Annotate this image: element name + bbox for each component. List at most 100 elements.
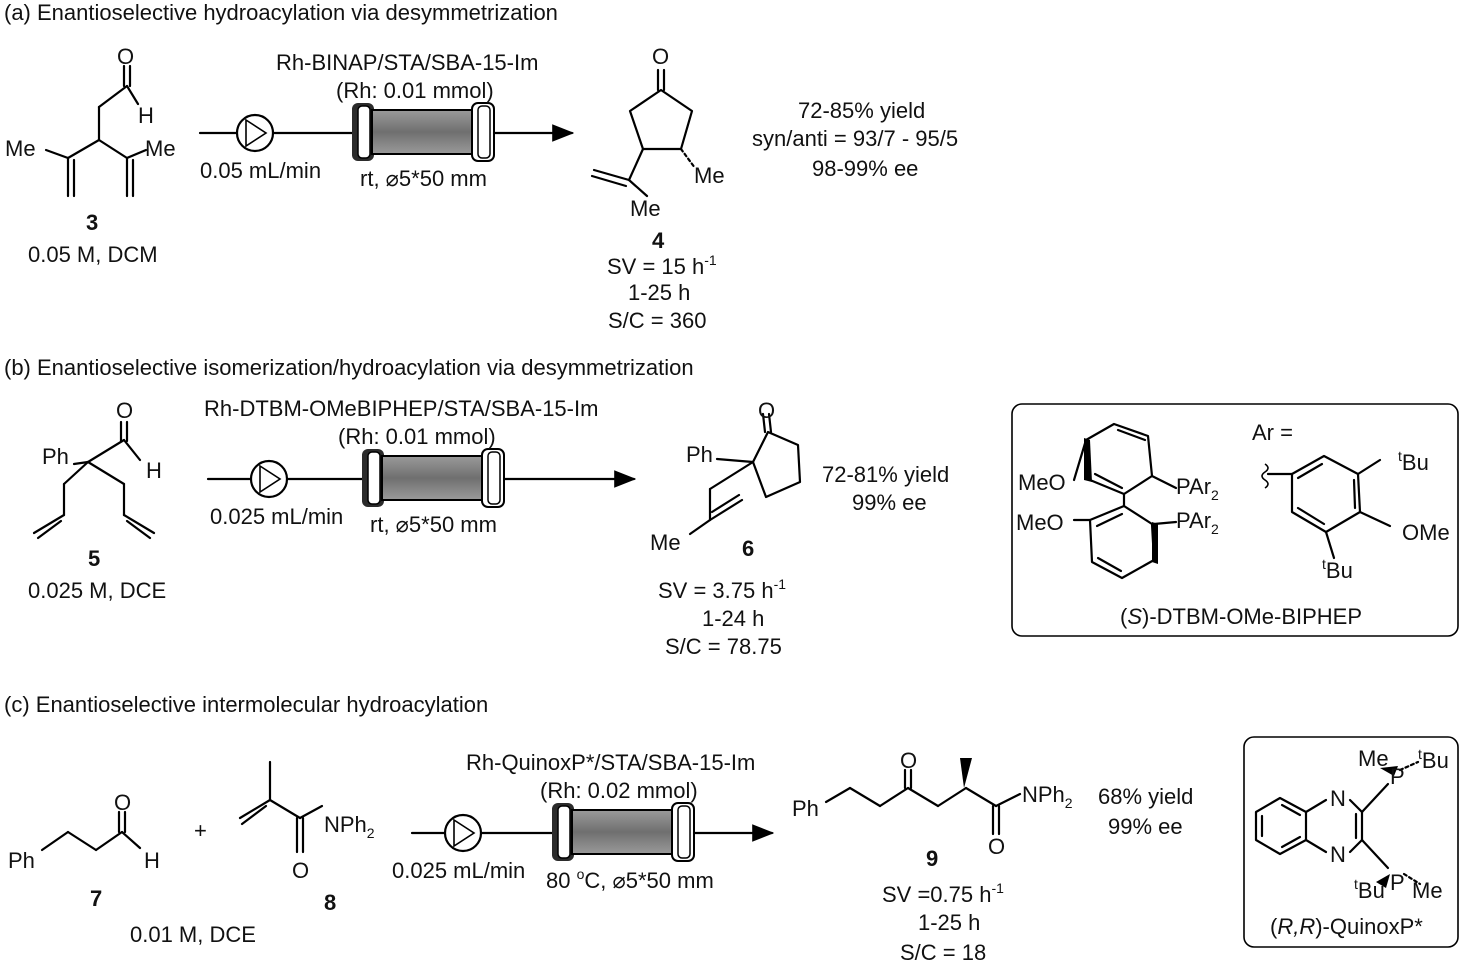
atom-label: O (652, 44, 669, 69)
atom-label: P (1390, 764, 1405, 789)
result-yield: 72-81% yield (822, 462, 949, 487)
atom-label: Me (145, 136, 176, 161)
atom-label: PAr2 (1176, 474, 1219, 503)
compound-number-6: 6 (742, 536, 754, 561)
section-b-title: (b) Enantioselective isomerization/hydro… (4, 355, 694, 380)
substrate-catalyst-ratio: S/C = 360 (608, 308, 706, 333)
atom-label: H (146, 458, 162, 483)
space-velocity: SV = 15 h-1 (607, 252, 717, 279)
compound-number-5: 5 (88, 546, 100, 571)
column-reactor-icon (362, 448, 505, 508)
pump-icon (443, 813, 483, 853)
flow-rate: 0.05 mL/min (200, 158, 321, 183)
atom-label: Me (694, 163, 725, 188)
atom-label: Me (1358, 746, 1389, 771)
space-velocity: SV =0.75 h-1 (882, 880, 1004, 907)
catalyst-label: Rh-QuinoxP*/STA/SBA-15-Im (466, 750, 755, 775)
atom-label: OMe (1402, 520, 1450, 545)
ligand-name: (S)-DTBM-OMe-BIPHEP (1120, 604, 1362, 629)
atom-label: tBu (1398, 448, 1429, 475)
product-9-structure (824, 758, 1022, 836)
ligand-box-dtbm-ome-biphep (1011, 403, 1459, 637)
atom-label: MeO (1016, 510, 1064, 535)
product-4-structure (590, 68, 697, 198)
compound-number-3: 3 (86, 210, 98, 235)
section-c-title: (c) Enantioselective intermolecular hydr… (4, 692, 488, 717)
ligand-box-quinoxp (1243, 736, 1459, 948)
result-ee: 99% ee (852, 490, 927, 515)
atom-label: Me (1412, 878, 1443, 903)
catalyst-loading: (Rh: 0.02 mmol) (540, 778, 698, 803)
atom-label: O (117, 44, 134, 69)
compound-number-9: 9 (926, 846, 938, 871)
atom-label: N (1330, 786, 1346, 811)
substrate-8-structure (238, 760, 324, 854)
substrate-7-structure (40, 810, 142, 852)
compound-number-4: 4 (652, 228, 665, 253)
compound-number-7: 7 (90, 886, 102, 911)
flow-rate: 0.025 mL/min (392, 858, 525, 883)
pump-icon (249, 459, 289, 499)
atom-label: tBu (1354, 876, 1385, 903)
section-c: (c) Enantioselective intermolecular hydr… (4, 692, 1459, 965)
atom-label: Me (650, 530, 681, 555)
atom-label: MeO (1018, 470, 1066, 495)
atom-label: H (144, 848, 160, 873)
column-conditions: rt, ⌀5*50 mm (360, 166, 487, 191)
substrate-catalyst-ratio: S/C = 18 (900, 940, 986, 965)
column-conditions: 80 oC, ⌀5*50 mm (546, 866, 714, 893)
substrate-conditions: 0.025 M, DCE (28, 578, 166, 603)
substrate-conditions: 0.05 M, DCM (28, 242, 158, 267)
atom-label: O (900, 748, 917, 773)
atom-label: O (292, 858, 309, 883)
section-a-title: (a) Enantioselective hydroacylation via … (4, 0, 558, 25)
result-ee: 98-99% ee (812, 156, 918, 181)
atom-label: Ph (8, 848, 35, 873)
atom-label: O (758, 398, 775, 423)
substrate-5-structure (32, 420, 156, 540)
substrate-catalyst-ratio: S/C = 78.75 (665, 634, 782, 659)
atom-label: Me (5, 136, 36, 161)
reaction-time: 1-25 h (918, 910, 980, 935)
reaction-time: 1-24 h (702, 606, 764, 631)
section-a: (a) Enantioselective hydroacylation via … (4, 0, 958, 333)
atom-label: Ph (686, 442, 713, 467)
product-6-structure (688, 412, 802, 536)
atom-label: P (1390, 870, 1405, 895)
plus-sign: + (194, 818, 207, 843)
atom-label: tBu (1418, 746, 1449, 773)
substrate-conditions: 0.01 M, DCE (130, 922, 256, 947)
column-conditions: rt, ⌀5*50 mm (370, 512, 497, 537)
substrate-3-structure (44, 64, 148, 198)
catalyst-loading: (Rh: 0.01 mmol) (338, 424, 496, 449)
column-reactor-icon (352, 102, 495, 162)
result-yield: 72-85% yield (798, 98, 925, 123)
atom-label: H (138, 103, 154, 128)
catalyst-label: Rh-DTBM-OMeBIPHEP/STA/SBA-15-Im (204, 396, 598, 421)
catalyst-label: Rh-BINAP/STA/SBA-15-Im (276, 50, 538, 75)
atom-label: NPh2 (1022, 782, 1073, 811)
atom-label: Ph (792, 796, 819, 821)
atom-label: Ph (42, 444, 69, 469)
atom-label: O (988, 834, 1005, 859)
atom-label: tBu (1322, 556, 1353, 583)
atom-label: O (114, 790, 131, 815)
result-yield: 68% yield (1098, 784, 1193, 809)
atom-label: PAr2 (1176, 508, 1219, 537)
pump-icon (235, 113, 275, 153)
column-reactor-icon (552, 802, 695, 862)
atom-label: Me (630, 196, 661, 221)
atom-label: NPh2 (324, 812, 375, 841)
catalyst-loading: (Rh: 0.01 mmol) (336, 78, 494, 103)
result-ee: 99% ee (1108, 814, 1183, 839)
flow-rate: 0.025 mL/min (210, 504, 343, 529)
ligand-name: (R,R)-QuinoxP* (1270, 914, 1423, 939)
reaction-time: 1-25 h (628, 280, 690, 305)
atom-label: O (116, 398, 133, 423)
result-dr: syn/anti = 93/7 - 95/5 (752, 126, 958, 151)
space-velocity: SV = 3.75 h-1 (658, 576, 786, 603)
compound-number-8: 8 (324, 890, 336, 915)
atom-label: N (1330, 842, 1346, 867)
section-b: (b) Enantioselective isomerization/hydro… (4, 355, 1459, 659)
ar-definition-label: Ar = (1252, 420, 1293, 445)
